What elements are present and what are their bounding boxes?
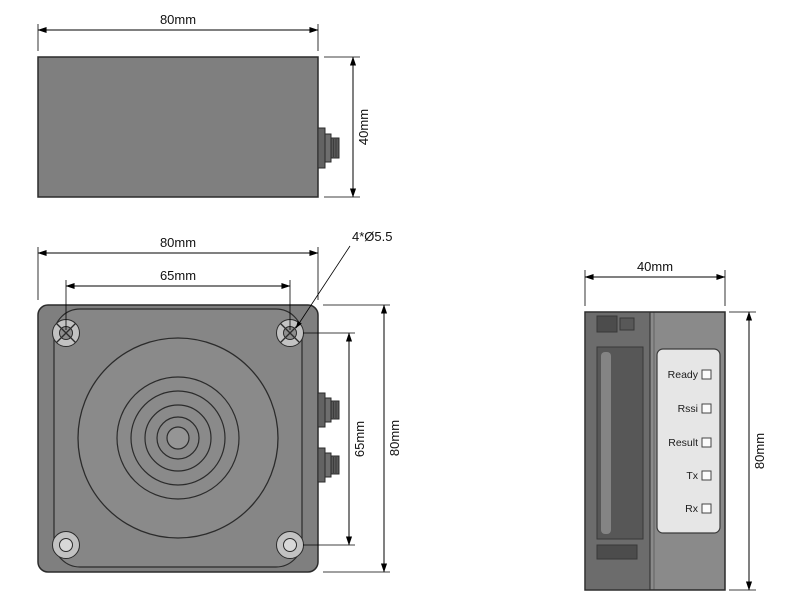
connector-thread bbox=[330, 137, 340, 159]
led-label-result: Result bbox=[668, 437, 698, 449]
connector-flange bbox=[317, 392, 326, 428]
top-view-body bbox=[37, 56, 319, 198]
dim-label-front-outer-width: 80mm bbox=[160, 235, 196, 250]
dim-side-height: 80mm bbox=[729, 311, 767, 591]
led-indicator-rssi bbox=[701, 403, 712, 414]
dim-label-front-outer-height: 80mm bbox=[387, 420, 402, 456]
dim-label-side-height: 80mm bbox=[752, 433, 767, 469]
dim-front-outer-width: 80mm bbox=[37, 235, 319, 300]
ring bbox=[144, 404, 212, 472]
top-nub-small bbox=[619, 317, 635, 331]
led-label-ready: Ready bbox=[668, 369, 699, 381]
front-view: 80mm 65mm 4*Ø5.5 65mm 80mm bbox=[37, 229, 402, 573]
dim-top-view-width: 80mm bbox=[37, 12, 319, 51]
dim-front-outer-height: 80mm bbox=[323, 304, 402, 573]
dim-label-top-height: 40mm bbox=[356, 109, 371, 145]
screw-hole-bottom-left bbox=[52, 531, 80, 559]
dim-label-side-width: 40mm bbox=[637, 259, 673, 274]
dim-front-hole-height: 65mm bbox=[303, 332, 367, 546]
holes-callout-label: 4*Ø5.5 bbox=[352, 229, 392, 244]
dim-label-front-hole-height: 65mm bbox=[352, 421, 367, 457]
dim-side-width: 40mm bbox=[584, 259, 726, 306]
side-view: Ready Rssi Result Tx Rx 40mm bbox=[584, 259, 767, 591]
led-indicator-result bbox=[701, 437, 712, 448]
ring bbox=[130, 390, 226, 486]
ring bbox=[116, 376, 240, 500]
led-row-rx: Rx bbox=[685, 503, 712, 515]
screw-hole-bottom-right bbox=[276, 531, 304, 559]
front-view-connector-upper bbox=[317, 392, 340, 428]
dim-top-view-height: 40mm bbox=[324, 56, 371, 198]
dim-label-top-width: 80mm bbox=[160, 12, 196, 27]
screw-cross bbox=[56, 323, 76, 343]
ring-center bbox=[166, 426, 190, 450]
dim-front-hole-width: 65mm bbox=[65, 268, 291, 330]
led-row-rssi: Rssi bbox=[678, 403, 712, 415]
led-row-ready: Ready bbox=[668, 369, 712, 381]
bottom-nub bbox=[596, 544, 638, 560]
sensor-rings bbox=[77, 337, 279, 539]
led-row-result: Result bbox=[668, 437, 712, 449]
ring bbox=[156, 416, 200, 460]
top-view: 80mm 40mm bbox=[37, 12, 371, 198]
led-label-tx: Tx bbox=[686, 470, 698, 482]
top-view-connector bbox=[317, 127, 340, 169]
screw-hole bbox=[59, 538, 73, 552]
lens-highlight bbox=[601, 352, 611, 534]
led-label-rx: Rx bbox=[685, 503, 699, 515]
screw-hole-top-left bbox=[52, 319, 80, 347]
connector-flange bbox=[317, 447, 326, 483]
connector-flange bbox=[317, 127, 326, 169]
connector-collar bbox=[324, 133, 332, 163]
leader-line bbox=[295, 245, 351, 329]
dim-label-front-hole-width: 65mm bbox=[160, 268, 196, 283]
front-view-connector-lower bbox=[317, 447, 340, 483]
led-row-tx: Tx bbox=[686, 470, 712, 482]
top-nub-large bbox=[596, 315, 618, 333]
led-indicator-rx bbox=[701, 503, 712, 514]
led-indicator-tx bbox=[701, 470, 712, 481]
connector-collar bbox=[324, 397, 332, 423]
connector-thread bbox=[330, 400, 340, 420]
holes-callout: 4*Ø5.5 bbox=[295, 229, 392, 329]
screw-hole bbox=[283, 538, 297, 552]
led-indicator-ready bbox=[701, 369, 712, 380]
connector-thread bbox=[330, 455, 340, 475]
led-panel bbox=[656, 348, 721, 534]
led-label-rssi: Rssi bbox=[678, 403, 698, 415]
connector-collar bbox=[324, 452, 332, 478]
